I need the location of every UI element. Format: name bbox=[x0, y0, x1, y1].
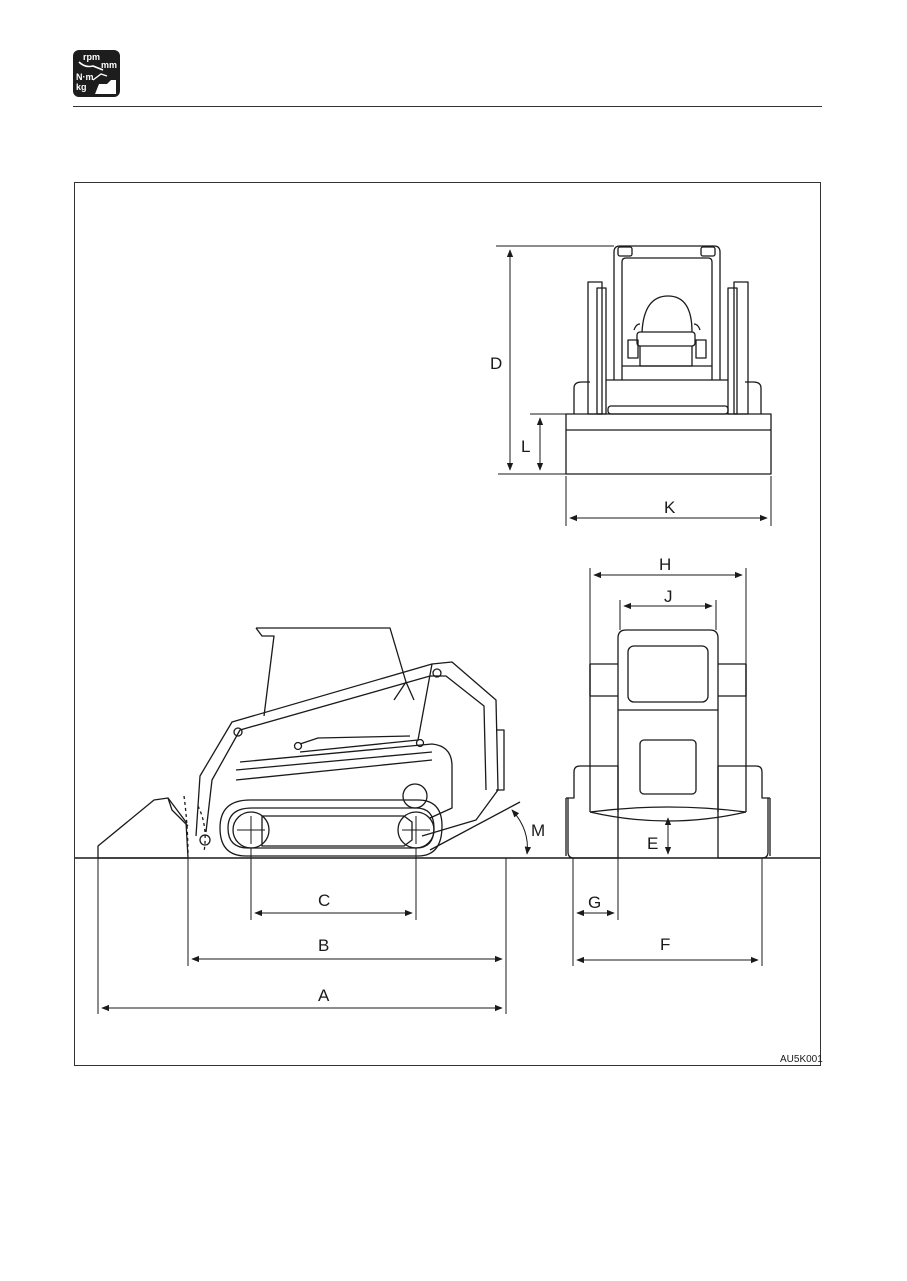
label-d: D bbox=[490, 354, 502, 373]
label-b: B bbox=[318, 936, 329, 955]
label-a: A bbox=[318, 986, 330, 1005]
label-l: L bbox=[521, 437, 530, 456]
label-h: H bbox=[659, 555, 671, 574]
side-view bbox=[98, 628, 520, 858]
dimension-labels: D L K H J M E G F C B A bbox=[318, 354, 676, 1005]
label-f: F bbox=[660, 935, 670, 954]
label-j: J bbox=[664, 587, 673, 606]
label-m: M bbox=[531, 821, 545, 840]
label-k: K bbox=[664, 498, 676, 517]
front-view bbox=[566, 246, 771, 474]
label-e: E bbox=[647, 834, 658, 853]
label-g: G bbox=[588, 893, 601, 912]
figure-reference-code: AU5K001 bbox=[780, 1054, 823, 1065]
label-c: C bbox=[318, 891, 330, 910]
